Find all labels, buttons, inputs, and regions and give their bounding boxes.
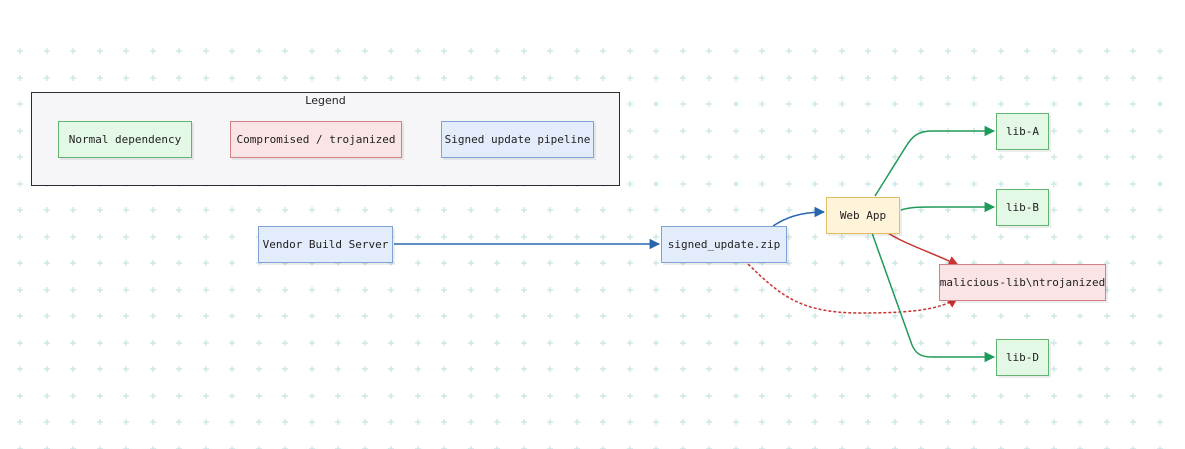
- edge-update-to-webapp: [772, 206, 826, 227]
- edge-webapp-to-lib-b: [900, 201, 996, 213]
- legend-box: Legend Normal dependency Compromised / t…: [31, 92, 620, 186]
- edge-webapp-to-lib-d: [871, 232, 996, 363]
- edge-webapp-to-malicious: [887, 232, 959, 266]
- node-lib-b[interactable]: lib-B: [996, 189, 1049, 226]
- legend-title: Legend: [305, 94, 346, 107]
- node-signed-update-zip[interactable]: signed_update.zip: [661, 226, 787, 263]
- node-web-app[interactable]: Web App: [826, 197, 900, 234]
- node-lib-a[interactable]: lib-A: [996, 113, 1049, 150]
- node-malicious-lib[interactable]: malicious-lib\ntrojanized: [939, 264, 1106, 301]
- edge-webapp-to-lib-a: [874, 125, 996, 197]
- legend-item-compromised: Compromised / trojanized: [230, 121, 402, 158]
- node-lib-d[interactable]: lib-D: [996, 339, 1049, 376]
- edge-update-to-malicious-dashed: [747, 263, 958, 314]
- legend-item-signed-update: Signed update pipeline: [441, 121, 594, 158]
- node-vendor-build-server[interactable]: Vendor Build Server: [258, 226, 393, 263]
- legend-item-normal-dependency: Normal dependency: [58, 121, 192, 158]
